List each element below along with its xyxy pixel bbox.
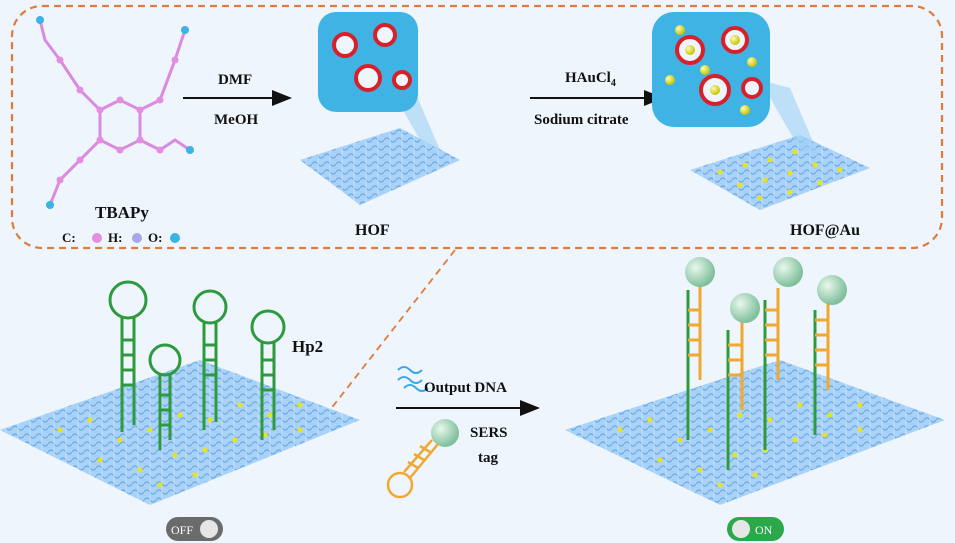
sers-tag-sphere-icon bbox=[431, 419, 459, 447]
hof-label: HOF bbox=[355, 222, 390, 239]
carbon-atom-icon bbox=[92, 233, 102, 243]
hof-crystal-icon bbox=[318, 12, 418, 112]
on-state-sheet bbox=[565, 360, 945, 505]
zoom-connector-line bbox=[329, 249, 456, 411]
sers-sphere-icon bbox=[817, 275, 847, 305]
hof-sheet bbox=[300, 128, 460, 205]
dashed-frame bbox=[10, 4, 944, 250]
oxygen-atom-icon bbox=[170, 233, 180, 243]
reagent-haucl4-main: HAuCl bbox=[565, 70, 611, 86]
sers-sphere-icon bbox=[685, 257, 715, 287]
on-gold-dots bbox=[617, 402, 863, 488]
sers-sphere-icon bbox=[773, 257, 803, 287]
atom-legend: C: H: O: bbox=[62, 230, 180, 245]
off-state-sheet bbox=[0, 360, 360, 505]
hairpin-1 bbox=[108, 280, 148, 432]
sers-label: SERS bbox=[470, 425, 508, 441]
toggle-off[interactable]: OFF bbox=[166, 517, 223, 541]
toggle-on-label: ON bbox=[755, 523, 773, 537]
hp2-label: Hp2 bbox=[292, 337, 323, 356]
reagent-haucl4: HAuCl4 bbox=[565, 70, 616, 89]
gold-nanoparticles bbox=[717, 149, 843, 201]
hairpin-2 bbox=[148, 343, 182, 450]
hof-au-label: HOF@Au bbox=[790, 222, 860, 239]
toggle-off-label: OFF bbox=[171, 523, 193, 537]
output-dna-icon bbox=[397, 366, 429, 392]
reagent-sodium-citrate: Sodium citrate bbox=[534, 112, 629, 128]
output-dna-label: Output DNA bbox=[424, 380, 507, 396]
hairpin-probes bbox=[108, 280, 286, 450]
hydrogen-atom-icon bbox=[132, 233, 142, 243]
reagent-meoh: MeOH bbox=[214, 112, 258, 128]
tbapy-label: TBAPy bbox=[95, 203, 149, 222]
legend-carbon-label: C: bbox=[62, 230, 76, 245]
hairpin-3 bbox=[192, 289, 228, 430]
reagent-haucl4-subscript: 4 bbox=[611, 78, 616, 89]
tag-label: tag bbox=[478, 450, 498, 466]
tbapy-molecule-icon bbox=[36, 16, 194, 209]
sers-tag-hairpin-icon bbox=[386, 439, 439, 499]
toggle-on[interactable]: ON bbox=[727, 517, 784, 541]
reagent-dmf: DMF bbox=[218, 72, 252, 88]
hof-au-sheet bbox=[690, 135, 870, 210]
captured-sers-probes bbox=[685, 257, 847, 470]
hof-au-crystal-icon bbox=[652, 12, 770, 127]
sers-sphere-icon bbox=[730, 293, 760, 323]
legend-oxygen-label: O: bbox=[148, 230, 162, 245]
off-gold-dots bbox=[57, 402, 303, 488]
legend-hydrogen-label: H: bbox=[108, 230, 122, 245]
hairpin-4 bbox=[250, 309, 286, 440]
zoom-beam-2 bbox=[760, 80, 820, 158]
